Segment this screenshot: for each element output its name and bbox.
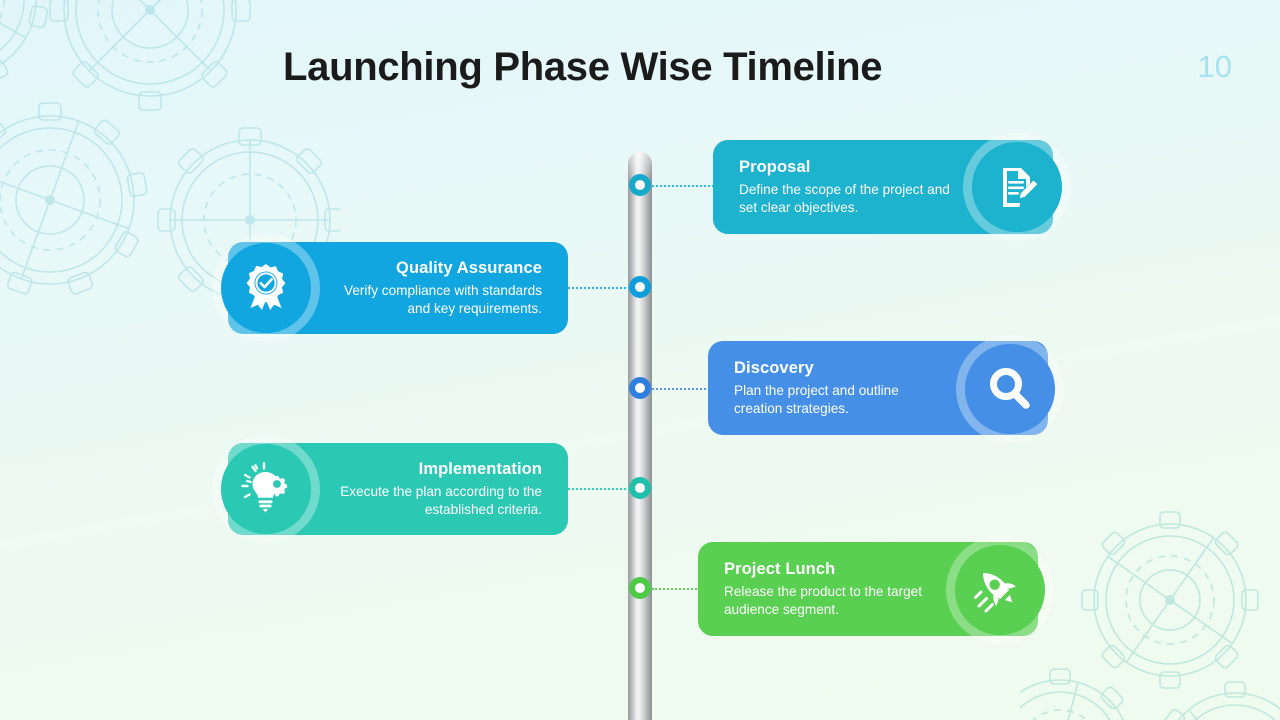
timeline-node-quality-assurance[interactable] xyxy=(629,276,651,298)
timeline-node-project-lunch[interactable] xyxy=(629,577,651,599)
award-badge-icon xyxy=(212,234,320,342)
timeline-node-proposal[interactable] xyxy=(629,174,651,196)
connector-quality-assurance xyxy=(568,287,630,289)
card-title-project-lunch: Project Lunch xyxy=(724,560,836,579)
page-title: Launching Phase Wise Timeline xyxy=(283,45,883,89)
timeline-pole xyxy=(628,152,652,720)
timeline-node-implementation[interactable] xyxy=(629,477,651,499)
card-description-proposal: Define the scope of the project and set … xyxy=(739,181,950,215)
connector-implementation xyxy=(568,488,630,490)
card-description-quality-assurance: Verify compliance with standards and key… xyxy=(344,282,542,316)
timeline-card-implementation[interactable]: Implementation Execute the plan accordin… xyxy=(212,435,568,543)
connector-project-lunch xyxy=(652,588,700,590)
timeline-card-discovery[interactable]: Discovery Plan the project and outline c… xyxy=(708,335,1064,443)
connector-proposal xyxy=(652,185,714,187)
document-pencil-icon xyxy=(963,133,1071,241)
magnifier-icon xyxy=(956,335,1064,443)
rocket-icon xyxy=(946,536,1054,644)
card-title-discovery: Discovery xyxy=(734,359,814,378)
card-title-quality-assurance: Quality Assurance xyxy=(396,259,542,278)
timeline-card-proposal[interactable]: Proposal Define the scope of the project… xyxy=(713,133,1071,241)
timeline-card-project-lunch[interactable]: Project Lunch Release the product to the… xyxy=(698,536,1054,644)
card-title-implementation: Implementation xyxy=(418,460,542,479)
card-description-discovery: Plan the project and outline creation st… xyxy=(734,382,899,416)
connector-discovery xyxy=(652,388,710,390)
card-description-project-lunch: Release the product to the target audien… xyxy=(724,583,922,617)
timeline-node-discovery[interactable] xyxy=(629,377,651,399)
lightbulb-gear-icon xyxy=(212,435,320,543)
timeline-card-quality-assurance[interactable]: Quality Assurance Verify compliance with… xyxy=(212,234,568,342)
gear-blueprint-decoration-bottom-right xyxy=(1020,511,1280,720)
card-title-proposal: Proposal xyxy=(739,158,811,177)
page-number: 10 xyxy=(1197,49,1232,84)
card-description-implementation: Execute the plan according to the establ… xyxy=(340,483,542,517)
